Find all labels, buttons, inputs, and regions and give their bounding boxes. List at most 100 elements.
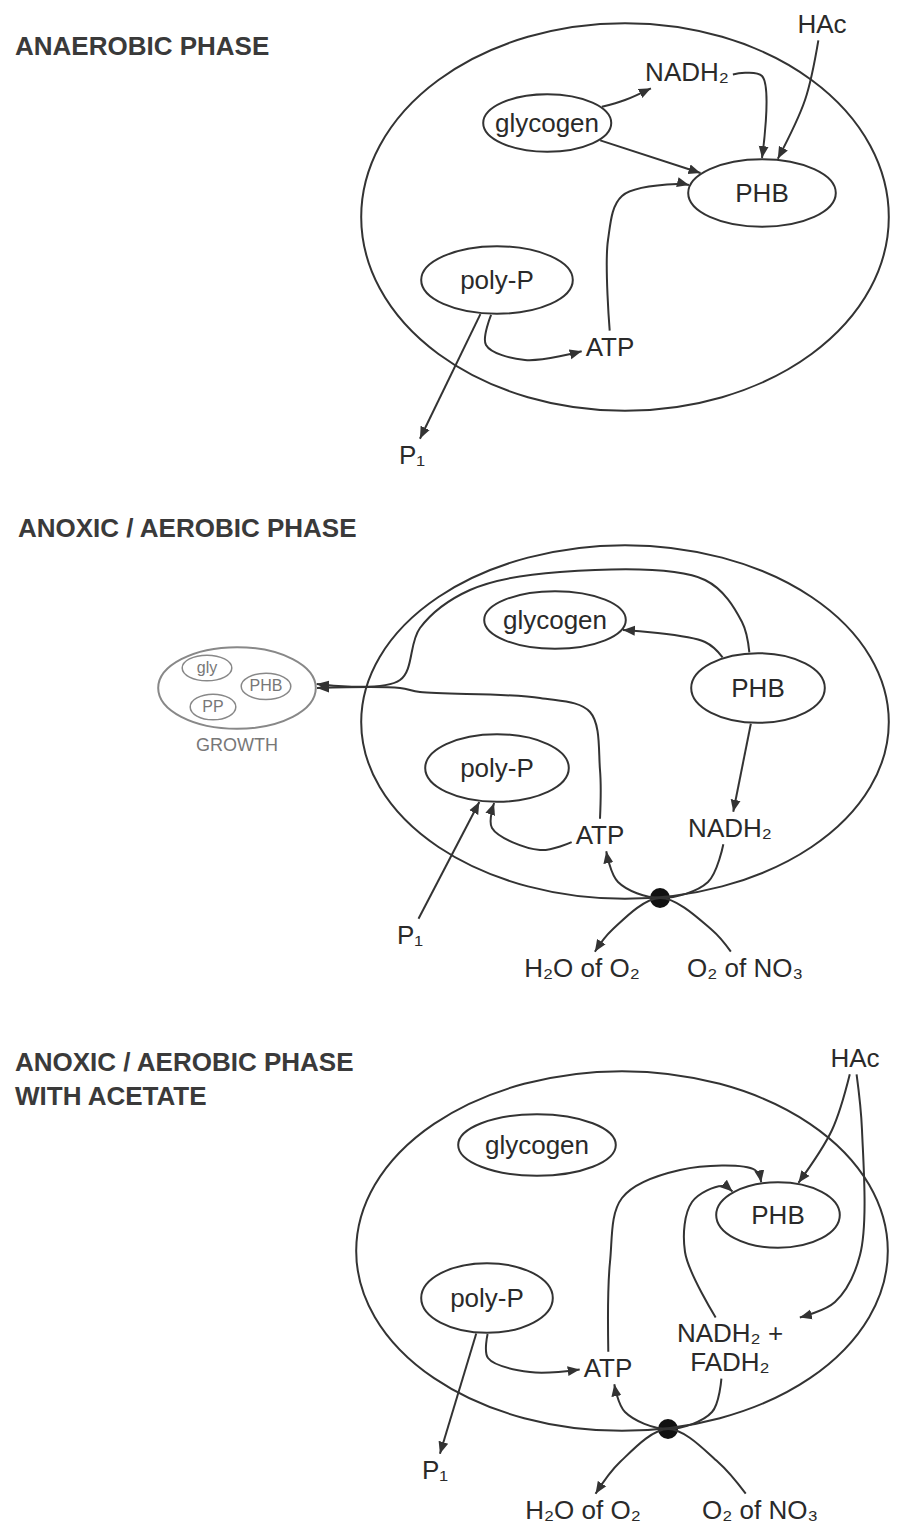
- compound-label: P₁: [418, 1454, 452, 1487]
- compound-name: HAc: [830, 1043, 879, 1073]
- flow-arrow: [733, 73, 767, 158]
- pool-name: poly-P: [450, 1284, 524, 1313]
- storage-pool-ellipse: glycogen: [483, 590, 627, 650]
- growth-caption: GROWTH: [196, 735, 278, 755]
- compound-name: ATP: [584, 1353, 633, 1383]
- pool-name: PHB: [731, 674, 784, 703]
- pool-name: glycogen: [495, 109, 599, 138]
- compound-name: NADH₂: [688, 813, 772, 843]
- pool-name: PHB: [751, 1201, 804, 1230]
- ellipse-line: [182, 655, 232, 681]
- flow-arrow: [420, 314, 480, 439]
- growth-pool-ellipse: gly: [181, 654, 233, 682]
- storage-pool-ellipse: PHB: [715, 1181, 841, 1249]
- heading-holder: ANOXIC / AEROBIC PHASE: [18, 512, 357, 546]
- pool-name: poly-P: [460, 266, 534, 295]
- cell-outline: NADH₂glycogenPHBpoly-PATPANAEROBIC PHASE: [360, 22, 890, 412]
- flow-arrow: [595, 898, 731, 952]
- flow-arrow: [684, 1186, 733, 1317]
- growth-pool-ellipse: PP: [189, 693, 237, 721]
- storage-pool-ellipse: glycogen: [482, 93, 612, 153]
- flow-arrow: [317, 569, 750, 687]
- ellipse-line: [421, 1263, 553, 1333]
- ellipse-line: [361, 23, 889, 411]
- flow-arrow: [491, 803, 572, 850]
- ellipse-line: [483, 94, 611, 152]
- connector-group: [317, 40, 865, 1493]
- compound-label: NADH₂ + FADH₂: [660, 1317, 800, 1378]
- compound-name: P₁: [422, 1455, 448, 1485]
- flow-arrow: [798, 1074, 849, 1183]
- compound-name: NADH₂: [645, 57, 729, 87]
- cell-outline: glycogenPHBpoly-PNADH₂ + FADH₂ATPANOXIC …: [355, 1070, 889, 1432]
- heading-holder: ANOXIC / AEROBIC PHASE WITH ACETATE: [15, 1046, 385, 1114]
- ellipse-outline: [360, 544, 890, 900]
- ellipse-line: [190, 694, 236, 720]
- compound-name: P₁: [397, 920, 423, 950]
- compound-label: H₂O of O₂: [520, 952, 644, 985]
- ellipse-line: [425, 734, 569, 802]
- storage-pool-ellipse: PHB: [687, 158, 837, 228]
- compound-label: H₂O of O₂: [521, 1494, 645, 1527]
- pool-name: PHB: [250, 677, 283, 695]
- storage-pool-ellipse: poly-P: [424, 733, 570, 803]
- compound-name: HAc: [797, 9, 846, 39]
- flow-arrow: [733, 724, 751, 812]
- flow-arrow: [607, 184, 689, 331]
- cell-outline: glycogenPHBpoly-PATPNADH₂ANOXIC / AEROBI…: [360, 544, 890, 900]
- compound-label: O₂ of NO₃: [683, 952, 807, 985]
- pool-name: PP: [202, 698, 223, 716]
- ellipse-line: [688, 159, 836, 227]
- ellipse-line: [716, 1182, 840, 1248]
- compound-label: P₁: [395, 439, 429, 472]
- ellipse-line: [484, 591, 626, 649]
- growth-cell: glyPHBPPGROWTH: [157, 646, 317, 730]
- flow-arrow: [418, 802, 479, 919]
- compound-label: NADH₂: [684, 812, 776, 845]
- storage-pool-ellipse: PHB: [690, 652, 826, 724]
- storage-pool-ellipse: glycogen: [457, 1113, 617, 1177]
- pool-name: gly: [197, 659, 217, 677]
- compound-name: O₂ of NO₃: [687, 953, 803, 983]
- heading-holder: ANAEROBIC PHASE: [15, 30, 269, 64]
- compound-label: ATP: [580, 1352, 637, 1385]
- compound-label: NADH₂: [641, 56, 733, 89]
- pool-name: PHB: [735, 179, 788, 208]
- pool-name: glycogen: [503, 606, 607, 635]
- pool-name: glycogen: [485, 1131, 589, 1160]
- compound-name: P₁: [399, 440, 425, 470]
- phase-title: ANOXIC / AEROBIC PHASE: [18, 513, 357, 543]
- flow-arrow: [800, 1074, 865, 1317]
- flow-arrow: [596, 1429, 746, 1494]
- ellipse-outline: [157, 646, 317, 730]
- ellipse-line: [691, 653, 825, 723]
- compound-label: ATP: [572, 819, 629, 852]
- ellipse-line: [241, 673, 291, 699]
- growth-pool-ellipse: PHB: [240, 672, 292, 701]
- ellipse-line: [421, 246, 573, 314]
- ellipse-line: [158, 647, 316, 729]
- phase-title: ANAEROBIC PHASE: [15, 31, 269, 61]
- flow-arrow: [600, 140, 700, 173]
- compound-name: ATP: [586, 332, 635, 362]
- flow-arrow: [778, 40, 819, 158]
- heading-holder: GROWTH: [157, 736, 317, 756]
- compound-label: HAc: [826, 1042, 883, 1075]
- phase-title: ANOXIC / AEROBIC PHASE WITH ACETATE: [15, 1047, 354, 1111]
- ellipse-line: [356, 1071, 888, 1431]
- flow-arrow: [623, 630, 723, 657]
- pool-name: poly-P: [460, 754, 534, 783]
- storage-pool-ellipse: poly-P: [420, 1262, 554, 1334]
- ellipse-line: [458, 1114, 616, 1176]
- ellipse-line: [361, 545, 889, 899]
- flow-arrow: [486, 1334, 580, 1373]
- compound-name: ATP: [576, 820, 625, 850]
- flow-arrow: [317, 687, 601, 819]
- compound-name: H₂O of O₂: [524, 953, 640, 983]
- flow-arrow: [485, 315, 582, 360]
- flow-arrow: [602, 88, 651, 107]
- compound-label: HAc: [793, 8, 850, 41]
